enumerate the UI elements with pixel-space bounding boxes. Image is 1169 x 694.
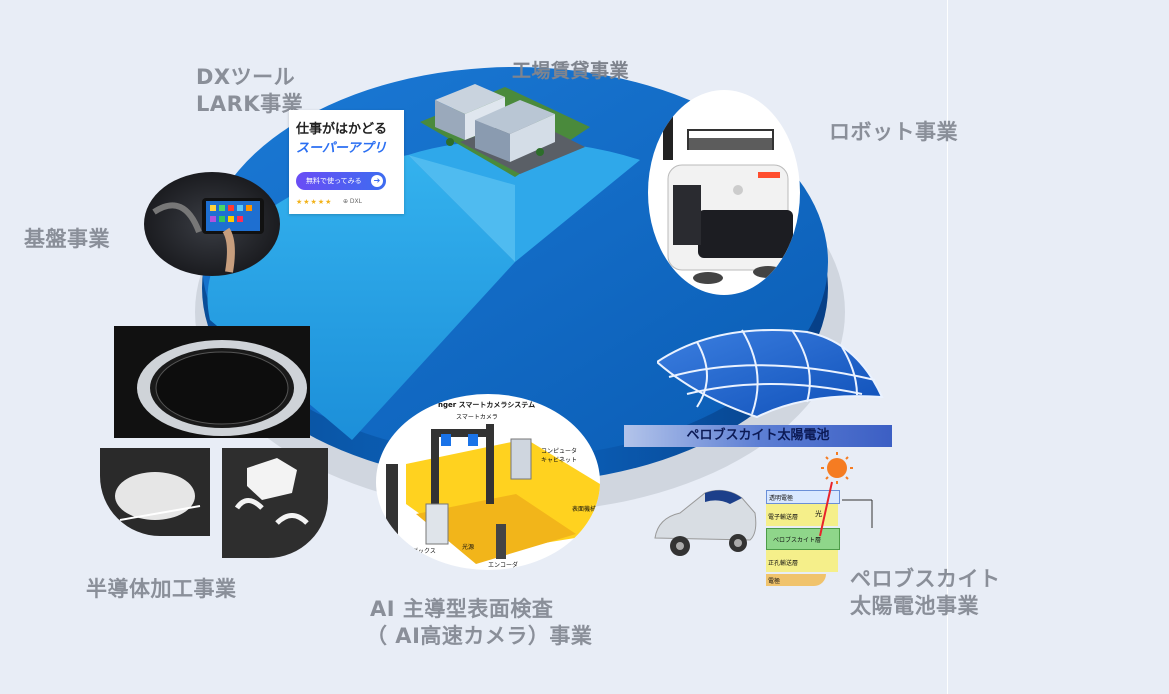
ai-camera-system-image: nger スマートカメラシステム スマートカメラ コンピュータ キャビネット 表…: [376, 394, 600, 570]
factory-illustration: [420, 84, 590, 177]
perovskite-banner: ペロブスカイト太陽電池: [624, 425, 892, 447]
divider-line: [947, 0, 948, 694]
wafer-ring-image: [114, 326, 310, 438]
label-dx-tool: DXツール LARK事業: [196, 65, 304, 116]
solar-car-illustration: [654, 489, 757, 556]
camera-label-control-box: 制御ボックス: [400, 548, 436, 555]
dx-card-brand: ⊕ DXL: [343, 198, 363, 205]
camera-label-cabinet: キャビネット: [541, 457, 578, 464]
label-semiconductor: 半導体加工事業: [86, 577, 237, 601]
camera-label-surface: 表面機械: [572, 506, 597, 513]
layer-hole-transport: 正孔輸送層: [766, 550, 838, 572]
dx-card-line2: スーパーアプリ: [296, 141, 387, 156]
arrow-right-icon: ➔: [371, 175, 383, 187]
camera-label-encoder: エンコーダ: [488, 562, 519, 569]
layer-electrode: 電極: [766, 574, 826, 586]
sun-icon: [819, 452, 873, 537]
dx-card-button: 無料で使ってみる ➔: [296, 172, 386, 190]
label-factory-rental: 工場賃貸事業: [512, 60, 630, 82]
dx-card-line1: 仕事がはかどる: [296, 122, 388, 137]
rating-stars-icon: ★★★★★: [296, 198, 333, 206]
camera-label-light: 光源: [462, 544, 475, 551]
pie-slice-light: [408, 140, 640, 262]
camera-label-smart-camera: スマートカメラ: [456, 414, 498, 421]
camera-label-computer: コンピュータ: [541, 448, 578, 455]
solar-panel-illustration: [657, 329, 884, 419]
car-interior-image: [144, 172, 280, 276]
dx-app-card: 仕事がはかどる スーパーアプリ 無料で使ってみる ➔ ★★★★★ ⊕ DXL: [289, 110, 404, 214]
camera-title: nger スマートカメラシステム: [438, 401, 536, 409]
label-perovskite: ペロブスカイト 太陽電池事業: [850, 567, 1001, 618]
label-ai-inspection: AI 主導型表面検査 （ AI高速カメラ）事業: [366, 597, 593, 648]
glass-parts-image: [222, 448, 328, 558]
robot-image: [648, 90, 800, 295]
pie-slice-edge: [408, 155, 515, 262]
layer-electron-transport: 電子輸送層: [766, 504, 838, 526]
solar-light-label: 光: [815, 510, 822, 518]
label-platform: 基盤事業: [24, 227, 110, 251]
layer-transparent-electrode: 透明電極: [766, 490, 840, 504]
label-robot: ロボット事業: [829, 120, 958, 144]
